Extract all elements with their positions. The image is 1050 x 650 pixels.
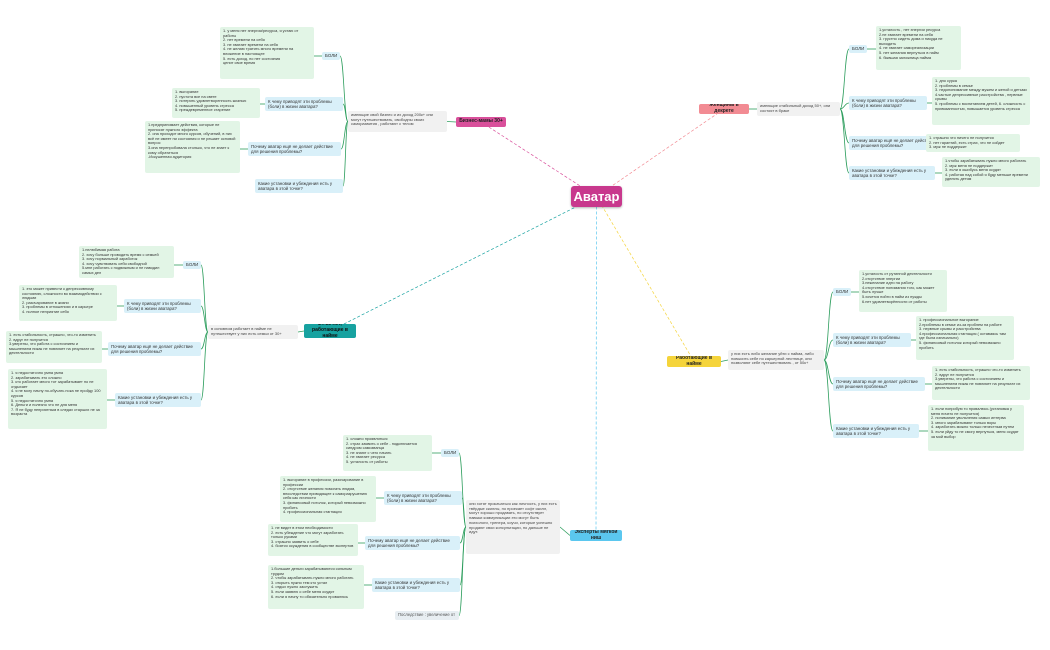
footer-link-soft-niche-experts	[458, 526, 467, 616]
consequences-question-soft-niche-experts[interactable]: К чему приводят эти проблемы (боли) в жи…	[384, 491, 462, 505]
branch-topic-maternity-women[interactable]: Женщины в декрете	[699, 104, 749, 114]
branch-sub-link-hired-24-35-3	[200, 331, 209, 401]
branch-sub-link-employed-0	[823, 291, 834, 361]
beliefs-list-maternity-women: 1.чтобы зарабатывать нужно много работат…	[942, 157, 1040, 187]
topic-desc-link-employed	[720, 359, 729, 362]
beliefs-question-employed[interactable]: Какие установки и убеждения есть у авата…	[833, 424, 919, 438]
branch-sub-link-employed-2	[823, 359, 834, 385]
pains-label-hired-24-35[interactable]: БОЛИ	[183, 261, 201, 269]
branch-description-maternity-women: имеющие стабильный доход 50+, они состоя…	[757, 102, 840, 116]
beliefs-list-hired-24-35: 1. я недостаточно умна умна 2. зарабатыв…	[8, 369, 107, 429]
consequences-list-soft-niche-experts: 1. выгорание в профессии, разочарование …	[280, 476, 376, 522]
branch-sub-link-hired-24-35-2	[200, 331, 209, 350]
inaction-list-soft-niche-experts: 1. не видит в этом необходимости 2. есть…	[268, 524, 358, 556]
branch-topic-hired-24-35[interactable]: 24-35 лет, работающие в найме	[304, 324, 356, 338]
pains-list-maternity-women: 1.усталость , нет энергии ресурса 2.не х…	[876, 26, 961, 70]
pains-list-employed: 1.усталость от рутинной деятельности 2.о…	[859, 270, 947, 312]
inaction-list-maternity-women: 1. страшно что ничего не получится 2. не…	[926, 134, 1020, 152]
consequences-question-maternity-women[interactable]: К чему приводят эти проблемы (боли) в жи…	[849, 96, 927, 110]
branch-sub-link-business-moms-3	[342, 121, 349, 187]
consequences-question-business-moms[interactable]: К чему приводят эти проблемы (боли) в жи…	[265, 97, 343, 111]
inaction-question-employed[interactable]: Почему аватар ещё не делает действие для…	[833, 377, 925, 391]
branch-topic-employed[interactable]: Работающие в найме	[667, 356, 721, 367]
pains-label-business-moms[interactable]: БОЛИ	[322, 52, 340, 60]
inaction-list-hired-24-35: 1. есть стабильность, страшно, что-то из…	[6, 331, 102, 363]
beliefs-list-employed: 1. если попробую то провалюсь (установка…	[928, 405, 1024, 451]
inaction-question-maternity-women[interactable]: Почему аватар ещё не делает действие для…	[849, 136, 941, 150]
branch-topic-business-moms[interactable]: Бизнес-мамы 30+	[456, 117, 506, 127]
inaction-list-business-moms: 1.предпринимает действия, которые не при…	[145, 121, 240, 173]
branch-sub-link-business-moms-2	[340, 121, 349, 150]
branch-sub-link-maternity-women-0	[839, 48, 850, 110]
pains-list-business-moms: 1. у меня нет энергии/ресурса, я устаю о…	[220, 27, 314, 79]
consequences-list-business-moms: 1. выгорание 2. пустота все на свете 3. …	[172, 88, 260, 118]
inaction-list-employed: 1. есть стабильность, страшно что-то изм…	[932, 366, 1030, 400]
topic-desc-link-soft-niche-experts	[559, 526, 571, 536]
topic-desc-link-business-moms	[446, 121, 457, 123]
footer-note-soft-niche-experts[interactable]: Последствие : увеличение от	[395, 611, 459, 620]
inaction-question-soft-niche-experts[interactable]: Почему аватар ещё не делает действие для…	[365, 536, 460, 550]
branch-description-hired-24-35: в основном работает в найме не путешеств…	[208, 325, 298, 339]
branch-sub-link-soft-niche-experts-2	[459, 526, 467, 544]
consequences-list-employed: 1. профессиональное выгорание 2.проблемы…	[916, 316, 1014, 360]
branch-description-business-moms: имеющие свой бизнес и их доход 200к+ они…	[348, 111, 447, 132]
beliefs-question-hired-24-35[interactable]: Какие установки и убеждения есть у авата…	[115, 393, 201, 407]
branch-sub-link-business-moms-1	[342, 103, 349, 122]
pains-list-hired-24-35: 1.нелюбимая работа 2. хочу больше провод…	[79, 246, 174, 278]
center-link-hired-24-35	[329, 196, 597, 332]
beliefs-question-maternity-women[interactable]: Какие установки и убеждения есть у авата…	[849, 166, 935, 180]
consequences-list-maternity-women: 1. дно сурка 2. проблемы в семье 3. недо…	[932, 77, 1030, 125]
branch-sub-link-hired-24-35-1	[200, 305, 209, 333]
branch-description-soft-niche-experts: они хотят прокачаться как личность, у ни…	[466, 500, 560, 554]
beliefs-question-soft-niche-experts[interactable]: Какие установки и убеждения есть у авата…	[372, 578, 460, 592]
center-link-employed	[596, 196, 695, 362]
topic-desc-link-hired-24-35	[297, 330, 305, 333]
branch-sub-link-hired-24-35-0	[200, 264, 209, 333]
branch-sub-link-soft-niche-experts-1	[461, 497, 467, 528]
branch-sub-link-employed-3	[823, 359, 834, 432]
branch-sub-link-maternity-women-3	[839, 108, 850, 174]
pains-label-employed[interactable]: БОЛИ	[833, 288, 851, 296]
consequences-question-employed[interactable]: К чему приводят эти проблемы (боли) в жи…	[833, 333, 911, 347]
central-topic[interactable]: Аватар	[571, 186, 622, 207]
branch-sub-link-employed-1	[823, 339, 834, 361]
center-link-soft-niche-experts	[595, 196, 597, 536]
beliefs-question-business-moms[interactable]: Какие установки и убеждения есть у авата…	[255, 179, 343, 193]
pains-label-maternity-women[interactable]: БОЛИ	[849, 45, 867, 53]
center-link-business-moms	[480, 121, 597, 197]
center-link-maternity-women	[596, 108, 725, 197]
consequences-list-hired-24-35: 1. это может привести к депрессивному со…	[19, 285, 117, 321]
inaction-question-business-moms[interactable]: Почему аватар ещё не делает действие для…	[248, 142, 341, 156]
branch-description-employed: у них есть либо желание уйти с найма, ли…	[728, 350, 824, 370]
branch-topic-soft-niche-experts[interactable]: Эксперты мягкой ниш	[570, 530, 622, 541]
inaction-question-hired-24-35[interactable]: Почему аватар ещё не делает действие для…	[108, 342, 201, 356]
beliefs-list-soft-niche-experts: 1.большие деньги зарабатываются сильным …	[268, 565, 364, 609]
branch-sub-link-business-moms-0	[339, 55, 349, 122]
consequences-question-hired-24-35[interactable]: К чему приводят эти проблемы (боли) в жи…	[124, 299, 201, 313]
branch-sub-link-soft-niche-experts-0	[458, 452, 467, 528]
pains-label-soft-niche-experts[interactable]: БОЛИ	[441, 449, 459, 457]
pains-list-soft-niche-experts: 1. сложно проявляться 2. страх заявить о…	[343, 435, 432, 471]
branch-sub-link-maternity-women-1	[839, 102, 850, 110]
